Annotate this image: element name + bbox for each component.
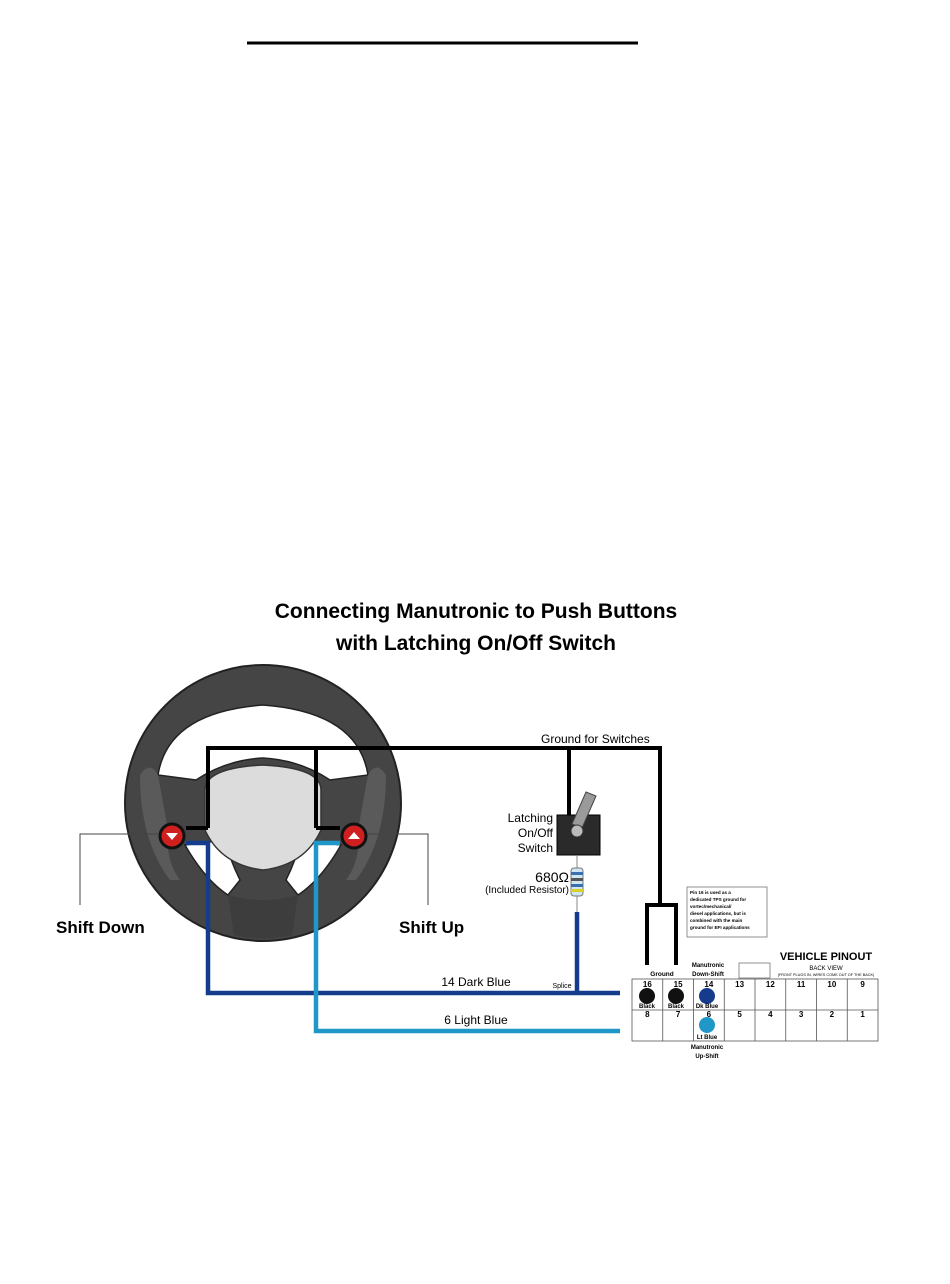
bottom-pin-3: 3: [799, 1010, 804, 1019]
wire-dark-blue: [186, 840, 620, 996]
title-line-1: Connecting Manutronic to Push Buttons: [275, 600, 677, 623]
wheel-grip-right: [346, 767, 386, 880]
pinout-subtitle: BACK VIEW: [809, 966, 843, 972]
connector-key: [738, 962, 771, 979]
switch-label-line-1: Latching: [508, 811, 553, 825]
shift-down-button[interactable]: [158, 822, 186, 850]
pinout-subnote: (FRONT PLUGS IN, WIRES COME OUT OF THE B…: [778, 973, 875, 977]
top-pin-14: 14: [704, 980, 713, 989]
pin16-color: Black: [639, 1004, 656, 1010]
resistor-value: 680Ω: [535, 869, 569, 885]
latching-switch[interactable]: [556, 791, 601, 856]
pin14-dot: [699, 988, 715, 1004]
pin6-dot: [699, 1017, 715, 1033]
bottom-pin-7: 7: [676, 1010, 681, 1019]
top-pin-16: 16: [643, 980, 652, 989]
svg-text:ground for EFI applications: ground for EFI applications: [690, 925, 750, 930]
ground-label: Ground: [650, 971, 673, 978]
svg-text:combined with the main: combined with the main: [690, 918, 743, 923]
resistor-note: (Included Resistor): [485, 885, 569, 896]
bottom-pin-2: 2: [830, 1010, 835, 1019]
arrow-up-icon: [348, 832, 360, 839]
pin15-color: Black: [668, 1004, 685, 1010]
bottom-pin-6: 6: [707, 1010, 712, 1019]
pinout-title: VEHICLE PINOUT: [780, 951, 873, 963]
steering-wheel: [124, 664, 402, 942]
pin6-color: Lt Blue: [697, 1035, 718, 1041]
pin16-dot: [639, 988, 655, 1004]
switch-label-line-2: On/Off: [518, 826, 554, 840]
top-pin-10: 10: [827, 980, 836, 989]
shift-up-label: Shift Up: [399, 918, 464, 937]
wheel-hub: [204, 764, 322, 871]
wheel-spoke-bottom: [228, 895, 298, 939]
pin15-dot: [668, 988, 684, 1004]
manutronic-down-label-1: Manutronic: [692, 963, 725, 969]
svg-text:vortec/mechanical/: vortec/mechanical/: [690, 904, 732, 909]
top-pin-13: 13: [735, 980, 744, 989]
wire-light-blue-label: 6 Light Blue: [444, 1013, 508, 1027]
manutronic-down-label-2: Down-Shift: [692, 972, 724, 978]
bottom-pin-8: 8: [645, 1010, 650, 1019]
svg-text:Pin 16 is used as a: Pin 16 is used as a: [690, 890, 731, 895]
title-line-2: with Latching On/Off Switch: [335, 632, 616, 655]
switch-label-line-3: Switch: [518, 841, 553, 855]
manutronic-up-label-2: Up-Shift: [695, 1054, 718, 1060]
top-pin-12: 12: [766, 980, 775, 989]
bottom-pin-5: 5: [737, 1010, 742, 1019]
svg-text:diesel applications, but is: diesel applications, but is: [690, 911, 746, 916]
top-pin-15: 15: [674, 980, 683, 989]
svg-text:dedicated TPS ground for: dedicated TPS ground for: [690, 897, 746, 902]
bottom-pin-4: 4: [768, 1010, 773, 1019]
pin16-note: Pin 16 is used as a dedicated TPS ground…: [686, 886, 768, 938]
top-pin-11: 11: [797, 980, 806, 989]
shift-up-callout: [368, 833, 429, 905]
resistor: [570, 867, 584, 912]
splice-label: Splice: [552, 983, 571, 990]
shift-down-label: Shift Down: [56, 918, 145, 937]
ground-for-switches-label: Ground for Switches: [541, 732, 650, 746]
arrow-down-icon: [166, 833, 178, 840]
wire-light-blue: [313, 840, 620, 1034]
shift-up-button[interactable]: [340, 822, 368, 850]
top-pin-9: 9: [860, 980, 865, 989]
pinout-grid: 16 15 14 13 12 11 10 9 8 7 6 5 4 3 2 1: [631, 978, 879, 1042]
manutronic-up-label-1: Manutronic: [691, 1045, 724, 1051]
ground-wiring: [186, 746, 678, 965]
wire-dark-blue-label: 14 Dark Blue: [441, 975, 511, 989]
wheel-grip-left: [140, 767, 180, 880]
shift-down-callout: [79, 833, 158, 905]
bottom-pin-1: 1: [860, 1010, 865, 1019]
pin14-color: Dk Blue: [696, 1004, 719, 1010]
